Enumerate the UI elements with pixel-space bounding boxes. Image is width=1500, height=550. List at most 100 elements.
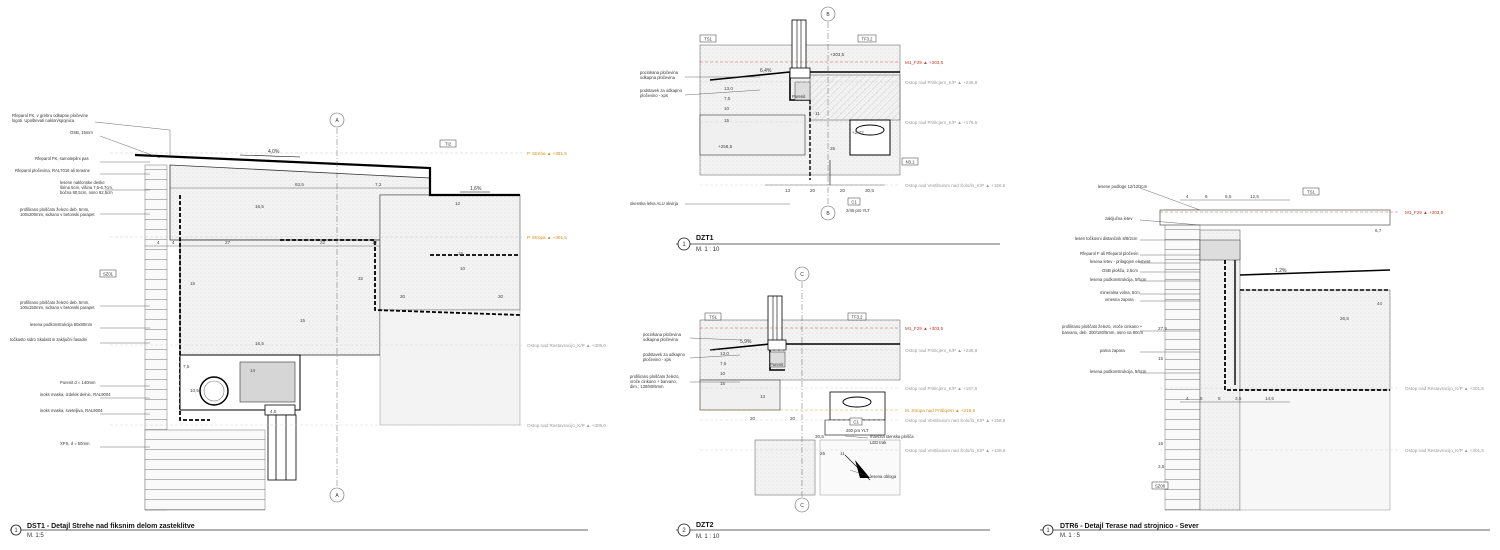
svg-text:dim.: 130/80/5mm: dim.: 130/80/5mm: [630, 384, 664, 389]
section-mark-a-bottom-text: A: [335, 493, 339, 499]
svg-text:20: 20: [810, 188, 816, 193]
svg-text:14: 14: [250, 368, 256, 373]
level-dzt2-6: Ostop nad Vestibulom nad Šolo/lo_K/P ▲ +…: [905, 447, 1006, 453]
dst1-labels: Rfeparol FK, v grebru odkapne pločevine …: [10, 113, 113, 446]
svg-text:LED trak: LED trak: [870, 440, 887, 445]
svg-text:12: 12: [372, 240, 378, 245]
svg-text:mineralna volna, 5cm: mineralna volna, 5cm: [1100, 290, 1140, 295]
level-4: Ostop nad Restavracijo_K/P ▲ +305,0: [527, 423, 606, 428]
tag-sz01-text: SZ01: [103, 272, 114, 277]
level-dzt1-4: Ostop nad Vestibulom nad Šolo/lo_K/P ▲ +…: [905, 182, 1006, 188]
slope-2: 1,6%: [470, 186, 482, 192]
tag-ti2: [439, 139, 457, 148]
detail-number-dzt1: 1: [682, 242, 686, 248]
tag-dzt1-ts1: TS1: [704, 37, 712, 42]
slope-dtr6: 1,2%: [1275, 268, 1287, 274]
tag-dzt1-n31: N3.1: [906, 160, 916, 165]
svg-text:+258,5: +258,5: [718, 144, 733, 149]
svg-text:14,5: 14,5: [1265, 396, 1274, 401]
level-dzt1-1: M1_F29 ▲ +303,5: [905, 60, 944, 65]
dzt1-labels: pocinkana pločevina odkapna pločevina po…: [630, 70, 806, 206]
svg-text:Rfeparol F ali Rfeparol pločev: Rfeparol F ali Rfeparol pločevin: [1080, 251, 1139, 256]
svg-text:Purenit: Purenit: [770, 362, 784, 367]
level-dzt2-3: Ostop nad Pritlicjem_K/P ▲ +157,5: [905, 386, 978, 391]
detail-number-dtr6: 1: [1046, 528, 1050, 534]
svg-text:bočna 80,5cm, osno 62,5cm: bočna 80,5cm, osno 62,5cm: [60, 190, 113, 195]
tag-dtr6-sz08: SZ08: [1155, 484, 1166, 489]
svg-text:15: 15: [190, 281, 196, 286]
svg-text:vmesna zapora: vmesna zapora: [1105, 297, 1134, 302]
svg-text:6,5: 6,5: [1225, 194, 1232, 199]
detail-scale-dtr6: M. 1 : 5: [1060, 533, 1081, 539]
label-dzt2-ylt: 260 pro YLT: [846, 428, 869, 433]
level-2: P. Stropa ▲ +301,5: [527, 235, 567, 240]
slope-1: 4,0%: [268, 149, 280, 155]
svg-text:Purenit: Purenit: [792, 94, 806, 99]
ceiling-right: [379, 309, 521, 426]
svg-text:lesene naklonske deske: lesene naklonske deske: [60, 180, 105, 185]
svg-text:5: 5: [1218, 396, 1221, 401]
svg-text:4,5: 4,5: [270, 409, 277, 414]
dtr6-dims: 4 6 6,5 12,5 4 6 5 3,5 14,5 6,7 44 26,5 …: [1158, 194, 1383, 469]
svg-text:OSB, 15mm: OSB, 15mm: [70, 130, 93, 135]
svg-text:11: 11: [840, 451, 845, 456]
svg-text:pločevino - xps: pločevino - xps: [640, 93, 668, 98]
level-dtr6-3: Ostop nad Restavracijo_K/P ▲ +301,5: [1405, 448, 1484, 453]
detail-dzt1: B B TS1 TF3.2 N3.1 C1 2/45 pro YLT 6,4% …: [630, 6, 1006, 253]
level-dtr6-2: Ostop nad Restavracijo_K/P ▲ +301,5: [1405, 386, 1484, 391]
section-mark-c-bottom: C: [800, 503, 804, 509]
svg-text:širina 5cm, višina 7,5-6,7cm,: širina 5cm, višina 7,5-6,7cm,: [60, 185, 113, 190]
svg-text:30,5: 30,5: [865, 188, 874, 193]
svg-text:16,5: 16,5: [255, 341, 264, 346]
label-dzt1-ylt: 2/45 pro YLT: [846, 208, 870, 213]
detail-number-dzt2: 2: [682, 528, 686, 534]
svg-text:lesena letev - prilagojen elem: lesena letev - prilagojen element: [1090, 259, 1151, 264]
svg-text:27,5: 27,5: [1158, 326, 1167, 331]
svg-text:inoks maska, izdelek delnic, R: inoks maska, izdelek delnic, RAL9004: [40, 392, 111, 397]
svg-text:6: 6: [1205, 194, 1208, 199]
svg-text:11: 11: [815, 111, 820, 116]
level-dzt2-2: Ostop nad Pritlicjem_K/P ▲ +236,8: [905, 348, 978, 353]
svg-text:profilirano ploščato železo de: profilirano ploščato železo deb. 5mm,: [20, 207, 89, 212]
section-mark-a-bottom: [329, 487, 345, 503]
svg-text:6,7: 6,7: [1375, 228, 1382, 233]
svg-text:15: 15: [1158, 441, 1164, 446]
window-frame: [267, 414, 297, 481]
svg-text:4: 4: [172, 240, 175, 245]
svg-text:13: 13: [760, 394, 766, 399]
svg-text:logoti. Upoštevati naklon/spoj: logoti. Upoštevati naklon/spojnica: [12, 118, 75, 123]
svg-text:Purenit d = 140mm: Purenit d = 140mm: [60, 380, 96, 385]
level-dzt1-2: Ostop nad Pritlicjem_K/P ▲ +236,8: [905, 80, 978, 85]
level-dzt2-4: M. Stropa nad Pritlicjem ▲ +216,5: [905, 408, 975, 413]
svg-text:12,5: 12,5: [1250, 194, 1259, 199]
detail-scale-dzt2: M. 1 : 10: [696, 534, 720, 540]
svg-text:26,5: 26,5: [1340, 316, 1349, 321]
svg-text:7,2: 7,2: [375, 182, 382, 187]
level-dzt2-1: M1_F29 ▲ +303,5: [905, 326, 944, 331]
dzt2-dims: 13,0 7,5 10 15 13 20 20 30,5 25 11: [720, 351, 845, 456]
svg-text:27: 27: [225, 240, 231, 245]
tag-dzt2-tf32: TF3.2: [852, 315, 864, 320]
detail-title-dzt1: DZT1: [696, 235, 714, 242]
svg-text:3,5: 3,5: [1235, 396, 1242, 401]
svg-text:inoks maska, sveteljiva, RAL90: inoks maska, sveteljiva, RAL9004: [40, 408, 103, 413]
level-dzt1-3: Ostop nad Pritlicjem_K/P ▲ +176,5: [905, 120, 978, 125]
section-mark-b-top: B: [826, 12, 830, 18]
svg-text:4: 4: [157, 240, 160, 245]
svg-text:lesen točkovni distančnik 8/8/: lesen točkovni distančnik 8/8/2cm: [1075, 236, 1138, 241]
detail-number-1: 1: [14, 528, 18, 534]
level-1: P. Strehe ▲ +351,5: [527, 151, 567, 156]
svg-text:12: 12: [455, 201, 461, 206]
svg-text:13: 13: [785, 188, 791, 193]
svg-text:10: 10: [460, 266, 466, 271]
svg-text:13,0: 13,0: [720, 351, 729, 356]
svg-text:okenska letva ALU okvirja: okenska letva ALU okvirja: [630, 201, 679, 206]
svg-text:10: 10: [720, 371, 726, 376]
svg-text:lesena podkonstrukcija, 5/5cm: lesena podkonstrukcija, 5/5cm: [1090, 369, 1147, 374]
svg-text:parna zapora: parna zapora: [1100, 348, 1125, 353]
svg-text:22: 22: [320, 240, 326, 245]
detail-title-dst1: DST1 - Detajl Strehe nad fiksnim delom z…: [27, 523, 195, 530]
detail-title-dtr6: DTR6 - Detajl Terase nad strojnico - Sev…: [1060, 523, 1199, 530]
svg-text:lesena obloga: lesena obloga: [870, 474, 897, 479]
